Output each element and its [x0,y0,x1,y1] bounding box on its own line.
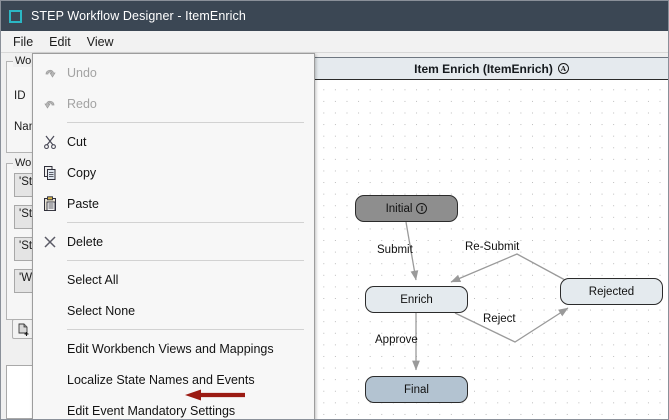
add-state-button[interactable] [12,319,34,339]
menu-item-cut-label: Cut [67,134,87,149]
state-node-enrich-label: Enrich [400,293,433,306]
id-label: ID [14,90,26,102]
state-node-final[interactable]: Final [365,376,468,403]
red-arrow-pointer [185,389,245,401]
state-node-rejected-label: Rejected [588,285,635,298]
transition-label-reject: Reject [483,313,516,325]
state-node-enrich[interactable]: Enrich [365,286,468,313]
states-group-title: Wo [13,157,34,169]
menu-separator-3 [67,260,304,261]
menu-item-edit-workbench-views-and-mappings-label: Edit Workbench Views and Mappings [67,341,274,356]
transition-label-resubmit: Re-Submit [465,241,520,253]
circled-i-icon: I [416,203,428,214]
state-node-initial[interactable]: Initial I [355,195,458,222]
menu-item-undo[interactable]: Undo [33,57,314,88]
menu-item-copy-label: Copy [67,165,97,180]
menubar-item-edit[interactable]: Edit [41,32,79,51]
menubar-item-view[interactable]: View [86,34,114,49]
menu-item-copy[interactable]: Copy [33,157,314,188]
menu-item-localize-state-names-and-events-label: Localize State Names and Events [67,372,255,387]
menu-item-edit-workbench-views-and-mappings[interactable]: Edit Workbench Views and Mappings [33,333,314,364]
state-node-rejected[interactable]: Rejected [560,278,663,305]
menu-item-paste[interactable]: Paste [33,188,314,219]
x-delete-icon [41,233,59,251]
scissors-icon [41,133,59,151]
menu-item-cut[interactable]: Cut [33,126,314,157]
edit-dropdown-menu: Undo Redo Cut [32,53,315,419]
menu-item-localize-state-names-and-events[interactable]: Localize State Names and Events [33,364,314,395]
diagram-panel: Item Enrich (ItemEnrich) A [314,57,668,419]
menu-item-redo-label: Redo [67,96,97,111]
menu-item-edit-event-mandatory-settings-label: Edit Event Mandatory Settings [67,403,236,418]
menu-item-delete-label: Delete [67,234,104,249]
undo-icon [41,64,59,82]
transition-label-approve: Approve [375,334,418,346]
diagram-title: Item Enrich (ItemEnrich) [414,61,553,76]
app-square-icon [9,9,22,23]
menu-separator-2 [67,222,304,223]
title-bar: STEP Workflow Designer - ItemEnrich [1,1,668,31]
state-node-final-label: Final [404,383,429,396]
menubar-item-file[interactable]: File [13,34,34,49]
workflow-canvas[interactable]: Initial I Enrich Rejected Final Submit R… [315,80,668,419]
clipboard-paste-icon [41,195,59,213]
menu-item-select-all[interactable]: Select All [33,264,314,295]
menu-item-undo-label: Undo [67,65,97,80]
menu-item-redo[interactable]: Redo [33,88,314,119]
menu-item-paste-label: Paste [67,196,99,211]
menu-item-select-none-label: Select None [67,303,136,318]
circled-a-audit-icon: A [557,63,569,74]
menu-item-select-none[interactable]: Select None [33,295,314,326]
menu-separator-1 [67,122,304,123]
copy-icon [41,164,59,182]
menu-separator-4 [67,329,304,330]
menu-item-select-all-label: Select All [67,272,119,287]
diagram-header: Item Enrich (ItemEnrich) A [315,58,668,80]
menu-item-delete[interactable]: Delete [33,226,314,257]
menu-bar: File Edit View [1,31,668,53]
redo-icon [41,95,59,113]
transition-label-submit: Submit [377,244,413,256]
workflow-group-title: Wo [13,55,34,67]
window-title: STEP Workflow Designer - ItemEnrich [31,9,246,23]
state-node-initial-label: Initial [385,202,413,215]
add-document-icon [18,323,28,336]
menu-item-edit-event-mandatory-settings[interactable]: Edit Event Mandatory Settings [33,395,314,419]
